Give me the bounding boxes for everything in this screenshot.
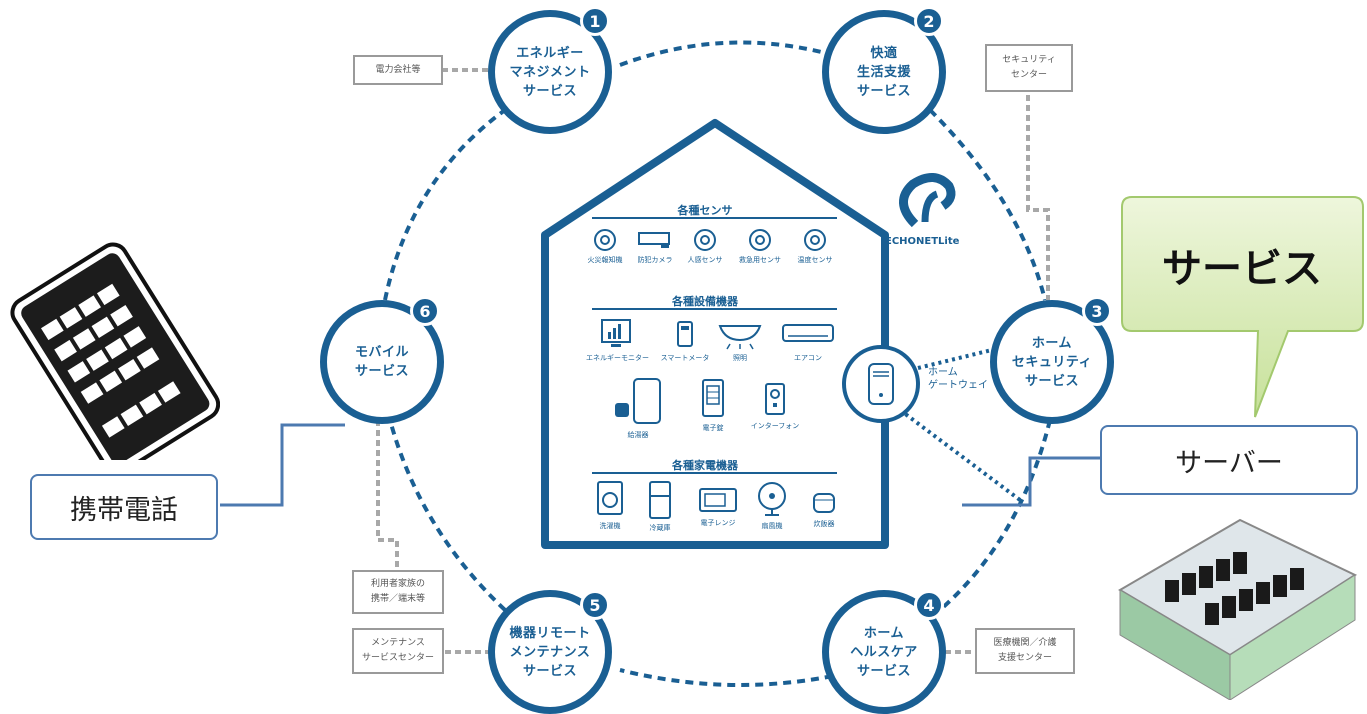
device-electronic-lock: 電子錠 — [683, 378, 743, 433]
service-number-2: 2 — [914, 6, 944, 36]
device-microwave: 電子レンジ — [688, 485, 748, 528]
ring-arc-6-1 — [383, 108, 507, 301]
service-number-1: 1 — [580, 6, 610, 36]
washing-machine-icon — [597, 481, 623, 515]
leader-mobile — [220, 423, 345, 507]
server-callout: サーバー — [1100, 425, 1358, 495]
device-water-heater: 給湯器 — [608, 375, 668, 440]
intercom-icon — [765, 383, 785, 415]
service-number-5: 5 — [580, 590, 610, 620]
service-remote-maintenance: 機器リモート メンテナンス サービス — [488, 590, 612, 714]
gateway-label: ホーム ゲートウェイ — [928, 367, 988, 391]
device-fan: 扇風機 — [742, 480, 802, 531]
gateway-icon — [868, 363, 894, 405]
sensors-title: 各種センサ — [677, 204, 733, 217]
mobile-phone-callout: 携帯電話 — [30, 474, 218, 540]
service-speech-bubble — [1121, 196, 1364, 418]
smart-meter-icon — [677, 321, 693, 347]
service-energy-management: エネルギー マネジメント サービス — [488, 10, 612, 134]
external-power-company: 電力会社等 — [353, 55, 443, 85]
echonet-logo-text: ECHONETLite — [885, 236, 960, 247]
smartphone-illustration — [10, 242, 220, 460]
microwave-icon — [699, 488, 737, 512]
device-temperature-sensor: 温度センサ — [785, 228, 845, 265]
service-number-6: 6 — [410, 296, 440, 326]
external-maintenance-center: メンテナンス サービスセンター — [352, 628, 444, 674]
air-conditioner-icon — [782, 324, 834, 342]
energy-monitor-icon — [601, 319, 631, 347]
service-number-3: 3 — [1082, 296, 1112, 326]
sensors-rule — [592, 217, 837, 219]
water-heater-icon — [615, 378, 661, 424]
device-emergency-sensor: 救急用センサ — [730, 228, 790, 265]
external-medical-center: 医療機関／介護 支援センター — [975, 628, 1075, 674]
equipment-rule — [592, 308, 837, 310]
fan-icon — [758, 482, 786, 516]
emergency-sensor-icon — [749, 229, 771, 251]
rice-cooker-icon — [813, 493, 835, 513]
device-rice-cooker: 炊飯器 — [794, 488, 854, 529]
refrigerator-icon — [649, 481, 671, 519]
leader-server — [962, 456, 1100, 507]
ring-arc-5-6 — [388, 419, 507, 612]
service-number-4: 4 — [914, 590, 944, 620]
gateway-to-server — [898, 408, 1022, 502]
external-family-devices: 利用者家族の 携帯／端末等 — [352, 570, 444, 614]
device-energy-monitor: エネルギーモニター — [586, 318, 649, 363]
device-refrigerator: 冷蔵庫 — [630, 480, 690, 533]
device-washing-machine: 洗濯機 — [580, 480, 640, 531]
echonet-logo-icon — [899, 173, 956, 228]
external-security-center: セキュリティ センター — [985, 44, 1073, 92]
service-bubble-label: サービス — [1162, 246, 1322, 292]
motion-sensor-icon — [694, 229, 716, 251]
temperature-sensor-icon — [804, 229, 826, 251]
electronic-lock-icon — [702, 379, 724, 417]
device-lighting: 照明 — [710, 320, 770, 363]
device-intercom: インターフォン — [745, 382, 805, 431]
equipment-title: 各種設備機器 — [672, 295, 738, 308]
home-gateway — [842, 345, 920, 423]
ring-arc-2-3 — [928, 108, 1047, 301]
device-security-camera: 防犯カメラ — [625, 228, 685, 265]
device-air-conditioner: エアコン — [778, 320, 838, 363]
camera-icon — [638, 232, 670, 248]
appliances-rule — [592, 472, 837, 474]
fire-alarm-icon — [594, 229, 616, 251]
ring-arc-3-4 — [938, 419, 1052, 612]
grey-line-family — [376, 420, 399, 570]
grey-line-security — [1026, 95, 1050, 305]
echonet-lite-logo: ECHONETLite — [885, 172, 975, 252]
server-room-illustration — [1118, 518, 1358, 700]
device-fire-alarm: 火災報知機 — [575, 228, 635, 265]
device-motion-sensor: 人感センサ — [675, 228, 735, 265]
ceiling-light-icon — [718, 325, 762, 350]
gateway-to-security — [917, 346, 1001, 370]
ring-arc-4-5 — [619, 668, 861, 687]
device-smart-meter: スマートメータ — [655, 320, 715, 363]
appliances-title: 各種家電機器 — [672, 459, 738, 472]
